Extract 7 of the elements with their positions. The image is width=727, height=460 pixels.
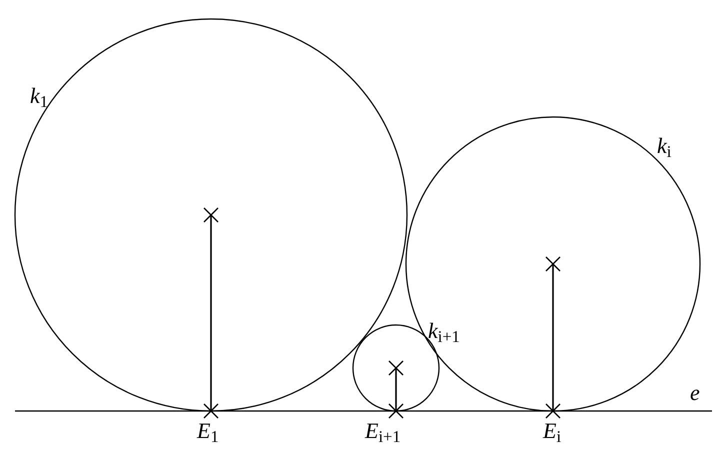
math-label: E$_{1}$ xyxy=(197,420,219,442)
math-label: k$_{i+1}$ xyxy=(428,320,460,342)
math-label: k$_{i}$ xyxy=(657,135,672,157)
math-label: e xyxy=(690,382,700,404)
math-label: E$_{i+1}$ xyxy=(365,420,401,442)
math-label: E$_{i}$ xyxy=(543,420,562,442)
math-label: k$_{1}$ xyxy=(30,85,48,107)
